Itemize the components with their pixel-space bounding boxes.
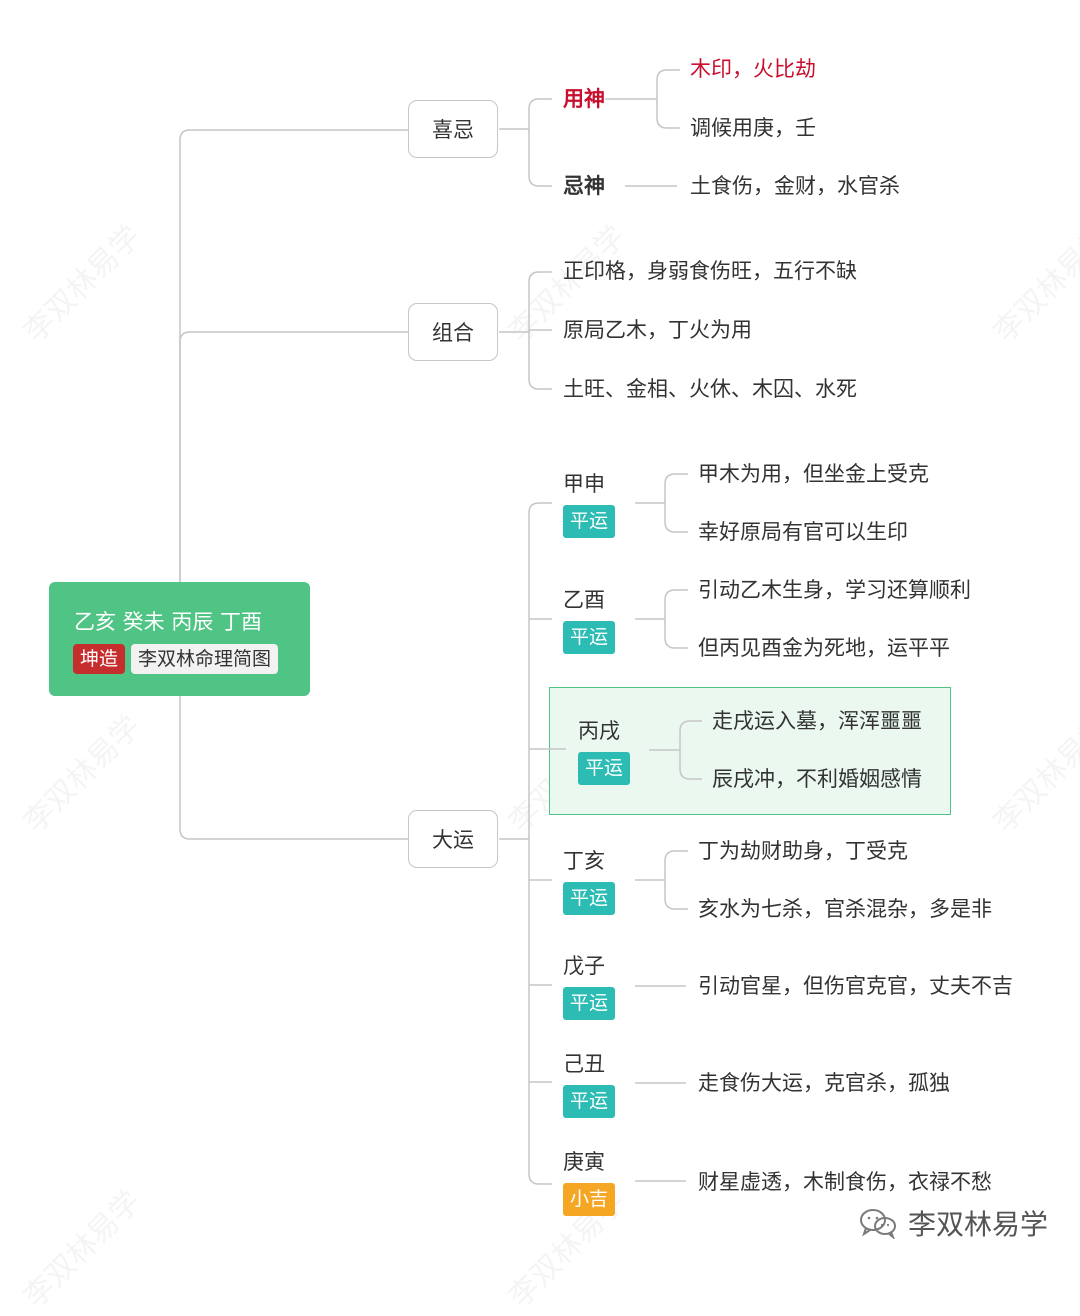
dayun-name: 乙酉	[563, 588, 605, 612]
dayun-note: 走食伤大运，克官杀，孤独	[698, 1071, 950, 1095]
footer-brand-text: 李双林易学	[908, 1208, 1049, 1241]
gender-tag: 坤造	[73, 644, 126, 674]
root-node[interactable]: 乙亥 癸未 丙辰 丁酉 坤造 李双林命理简图	[49, 582, 310, 696]
zuhe-item: 正印格，身弱食伤旺，五行不缺	[563, 259, 857, 283]
hub-dayun[interactable]: 大运	[408, 810, 498, 868]
yongshen-item: 调候用庚，壬	[690, 116, 816, 140]
hub-xiji[interactable]: 喜忌	[408, 100, 498, 158]
dayun-badge: 平运	[563, 1085, 615, 1118]
zuhe-item: 原局乙木，丁火为用	[563, 318, 752, 342]
hub-zuhe[interactable]: 组合	[408, 303, 498, 361]
dayun-note: 走戌运入墓，浑浑噩噩	[712, 709, 922, 733]
dayun-badge: 平运	[563, 505, 615, 538]
connector-lines	[179, 69, 702, 1185]
dayun-note: 但丙见酉金为死地，运平平	[698, 636, 950, 660]
dayun-note: 引动官星，但伤官克官，丈夫不吉	[698, 974, 1013, 998]
dayun-note: 甲木为用，但坐金上受克	[698, 462, 929, 486]
dayun-note: 幸好原局有官可以生印	[698, 520, 908, 544]
dayun-badge: 平运	[563, 621, 615, 654]
dayun-name: 甲申	[563, 472, 605, 496]
dayun-note: 亥水为七杀，官杀混杂，多是非	[698, 897, 992, 921]
highlight-bingxu	[549, 687, 951, 815]
jishen-label: 忌神	[563, 174, 605, 198]
yongshen-label: 用神	[563, 87, 605, 111]
dayun-badge: 平运	[578, 752, 630, 785]
dayun-note: 丁为劫财助身，丁受克	[698, 839, 908, 863]
dayun-name: 戊子	[563, 954, 605, 978]
footer-brand: 李双林易学	[858, 1203, 1048, 1243]
dayun-badge: 小吉	[563, 1183, 615, 1216]
jishen-item: 土食伤，金财，水官杀	[690, 174, 900, 198]
wechat-icon	[860, 1209, 896, 1239]
dayun-note: 引动乙木生身，学习还算顺利	[698, 578, 971, 602]
dayun-note: 辰戌冲，不利婚姻感情	[712, 767, 922, 791]
dayun-badge: 平运	[563, 882, 615, 915]
dayun-name: 丁亥	[563, 849, 605, 873]
root-title: 乙亥 癸未 丙辰 丁酉	[74, 610, 263, 634]
yongshen-item: 木印，火比劫	[690, 57, 816, 81]
zuhe-item: 土旺、金相、火休、木囚、水死	[563, 377, 857, 401]
chart-label: 李双林命理简图	[131, 644, 279, 674]
dayun-name: 庚寅	[563, 1150, 605, 1174]
dayun-badge: 平运	[563, 987, 615, 1020]
dayun-name: 丙戌	[578, 719, 620, 743]
dayun-name: 己丑	[563, 1052, 605, 1076]
dayun-note: 财星虚透，木制食伤，衣禄不愁	[698, 1170, 992, 1194]
